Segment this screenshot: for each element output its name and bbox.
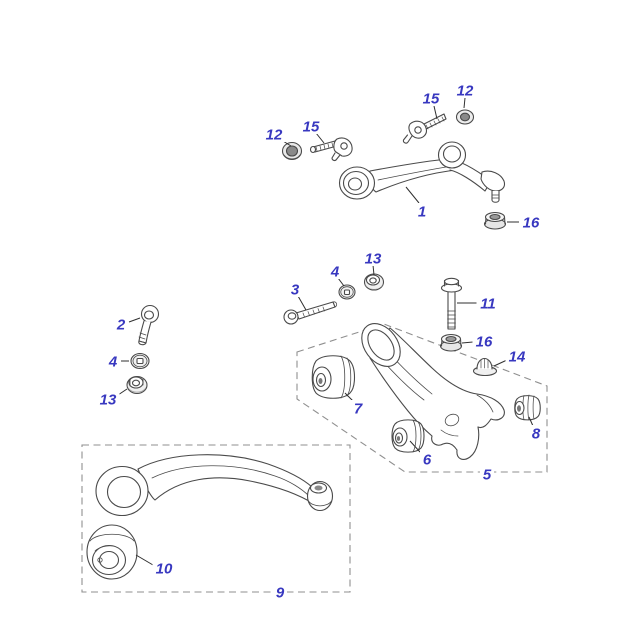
callout-7-backing	[351, 400, 365, 416]
callout-6-leader-line	[409, 440, 421, 453]
callout-9-backing	[273, 584, 287, 600]
clip-nut-14-drawing	[472, 357, 498, 377]
bolt-15-right-drawing	[402, 113, 447, 144]
callout-3-leader-line	[297, 295, 307, 311]
callout-4-left-backing	[106, 353, 120, 369]
callout-5[interactable]: 5	[483, 467, 492, 484]
washer-4-mid-drawing	[338, 284, 356, 300]
bolt-3-drawing	[283, 301, 338, 325]
bolt-2-drawing	[138, 304, 160, 346]
callout-15-left[interactable]: 15	[303, 119, 320, 136]
bushing-6-drawing	[391, 419, 425, 453]
lower-arm-group-box	[296, 323, 548, 473]
callouts-layer: 12 15 15 12 1 16 2 4 13 3 4 13 11 16 14 7 6 8 5 10 9	[96, 82, 543, 602]
callout-2-backing	[114, 316, 128, 332]
callout-14[interactable]: 14	[509, 349, 526, 366]
callout-12-right-backing	[453, 82, 477, 98]
upper-control-arm-drawing	[338, 141, 506, 203]
callout-4-mid-leader-line	[337, 277, 345, 287]
callout-16-upper[interactable]: 16	[523, 215, 540, 232]
callout-1[interactable]: 1	[418, 204, 426, 221]
callout-10-backing	[152, 560, 176, 576]
callout-16-mid-backing	[472, 333, 496, 349]
callout-11[interactable]: 11	[480, 296, 496, 313]
callout-12-left-backing	[262, 126, 286, 142]
callout-15-left-backing	[299, 118, 323, 134]
nut-16-mid-drawing	[439, 333, 463, 352]
callout-15-right-backing	[419, 90, 443, 106]
callout-3-backing	[288, 281, 302, 297]
parts-layer	[86, 109, 541, 580]
callout-2-leader-line	[128, 317, 141, 323]
callout-4-mid[interactable]: 4	[330, 264, 340, 281]
bolt-15-left-drawing	[309, 137, 353, 161]
group-boxes-layer	[81, 323, 548, 593]
callout-3[interactable]: 3	[291, 282, 300, 299]
bolt-11-drawing	[440, 277, 463, 330]
callout-4-mid-backing	[328, 263, 342, 279]
callout-7[interactable]: 7	[354, 401, 363, 418]
callout-4-left[interactable]: 4	[108, 354, 118, 371]
nut-16-upper-drawing	[483, 211, 507, 230]
callout-14-leader-line	[493, 359, 508, 367]
callout-10[interactable]: 10	[156, 561, 173, 578]
nut-13-left-drawing	[126, 375, 148, 395]
callout-13-left[interactable]: 13	[100, 392, 117, 409]
callout-2[interactable]: 2	[116, 317, 126, 334]
callout-9[interactable]: 9	[276, 585, 285, 602]
callout-16-upper-backing	[519, 214, 543, 230]
callout-5-backing	[480, 466, 494, 482]
callout-15-right-leader-line	[433, 105, 438, 120]
callout-8[interactable]: 8	[532, 426, 541, 443]
washer-4-left-drawing	[130, 352, 150, 370]
callout-12-left[interactable]: 12	[266, 127, 283, 144]
callout-8-leader-line	[528, 416, 534, 427]
callout-13-mid[interactable]: 13	[365, 251, 382, 268]
callout-1-leader-line	[405, 186, 420, 204]
callout-16-mid[interactable]: 16	[476, 334, 493, 351]
callout-13-mid-backing	[361, 250, 385, 266]
callout-6[interactable]: 6	[423, 452, 432, 469]
curved-arm-group-box	[81, 444, 351, 593]
callout-14-backing	[505, 348, 529, 364]
nut-12-left-drawing	[281, 141, 303, 161]
callout-13-left-backing	[96, 391, 120, 407]
callout-15-right[interactable]: 15	[423, 91, 440, 108]
lower-control-arm-drawing	[361, 323, 505, 460]
callout-13-mid-leader-line	[372, 264, 375, 276]
callout-12-right-leader-line	[463, 97, 466, 109]
callout-6-backing	[420, 451, 434, 467]
callout-11-backing	[476, 295, 500, 311]
nut-13-mid-drawing	[363, 273, 385, 291]
bushing-7-drawing	[311, 355, 356, 399]
callout-15-left-leader-line	[315, 132, 325, 144]
callout-12-right[interactable]: 12	[457, 83, 474, 100]
washer-12-right-drawing	[455, 109, 475, 125]
callout-7-leader-line	[344, 392, 354, 402]
callout-8-backing	[529, 425, 543, 441]
callout-10-leader-line	[135, 554, 154, 566]
callout-16-mid-leader-line	[461, 341, 474, 344]
callout-1-backing	[415, 203, 429, 219]
curved-lower-arm-drawing	[95, 454, 334, 517]
bushing-10-drawing	[86, 524, 138, 580]
bushing-8-drawing	[514, 394, 541, 421]
